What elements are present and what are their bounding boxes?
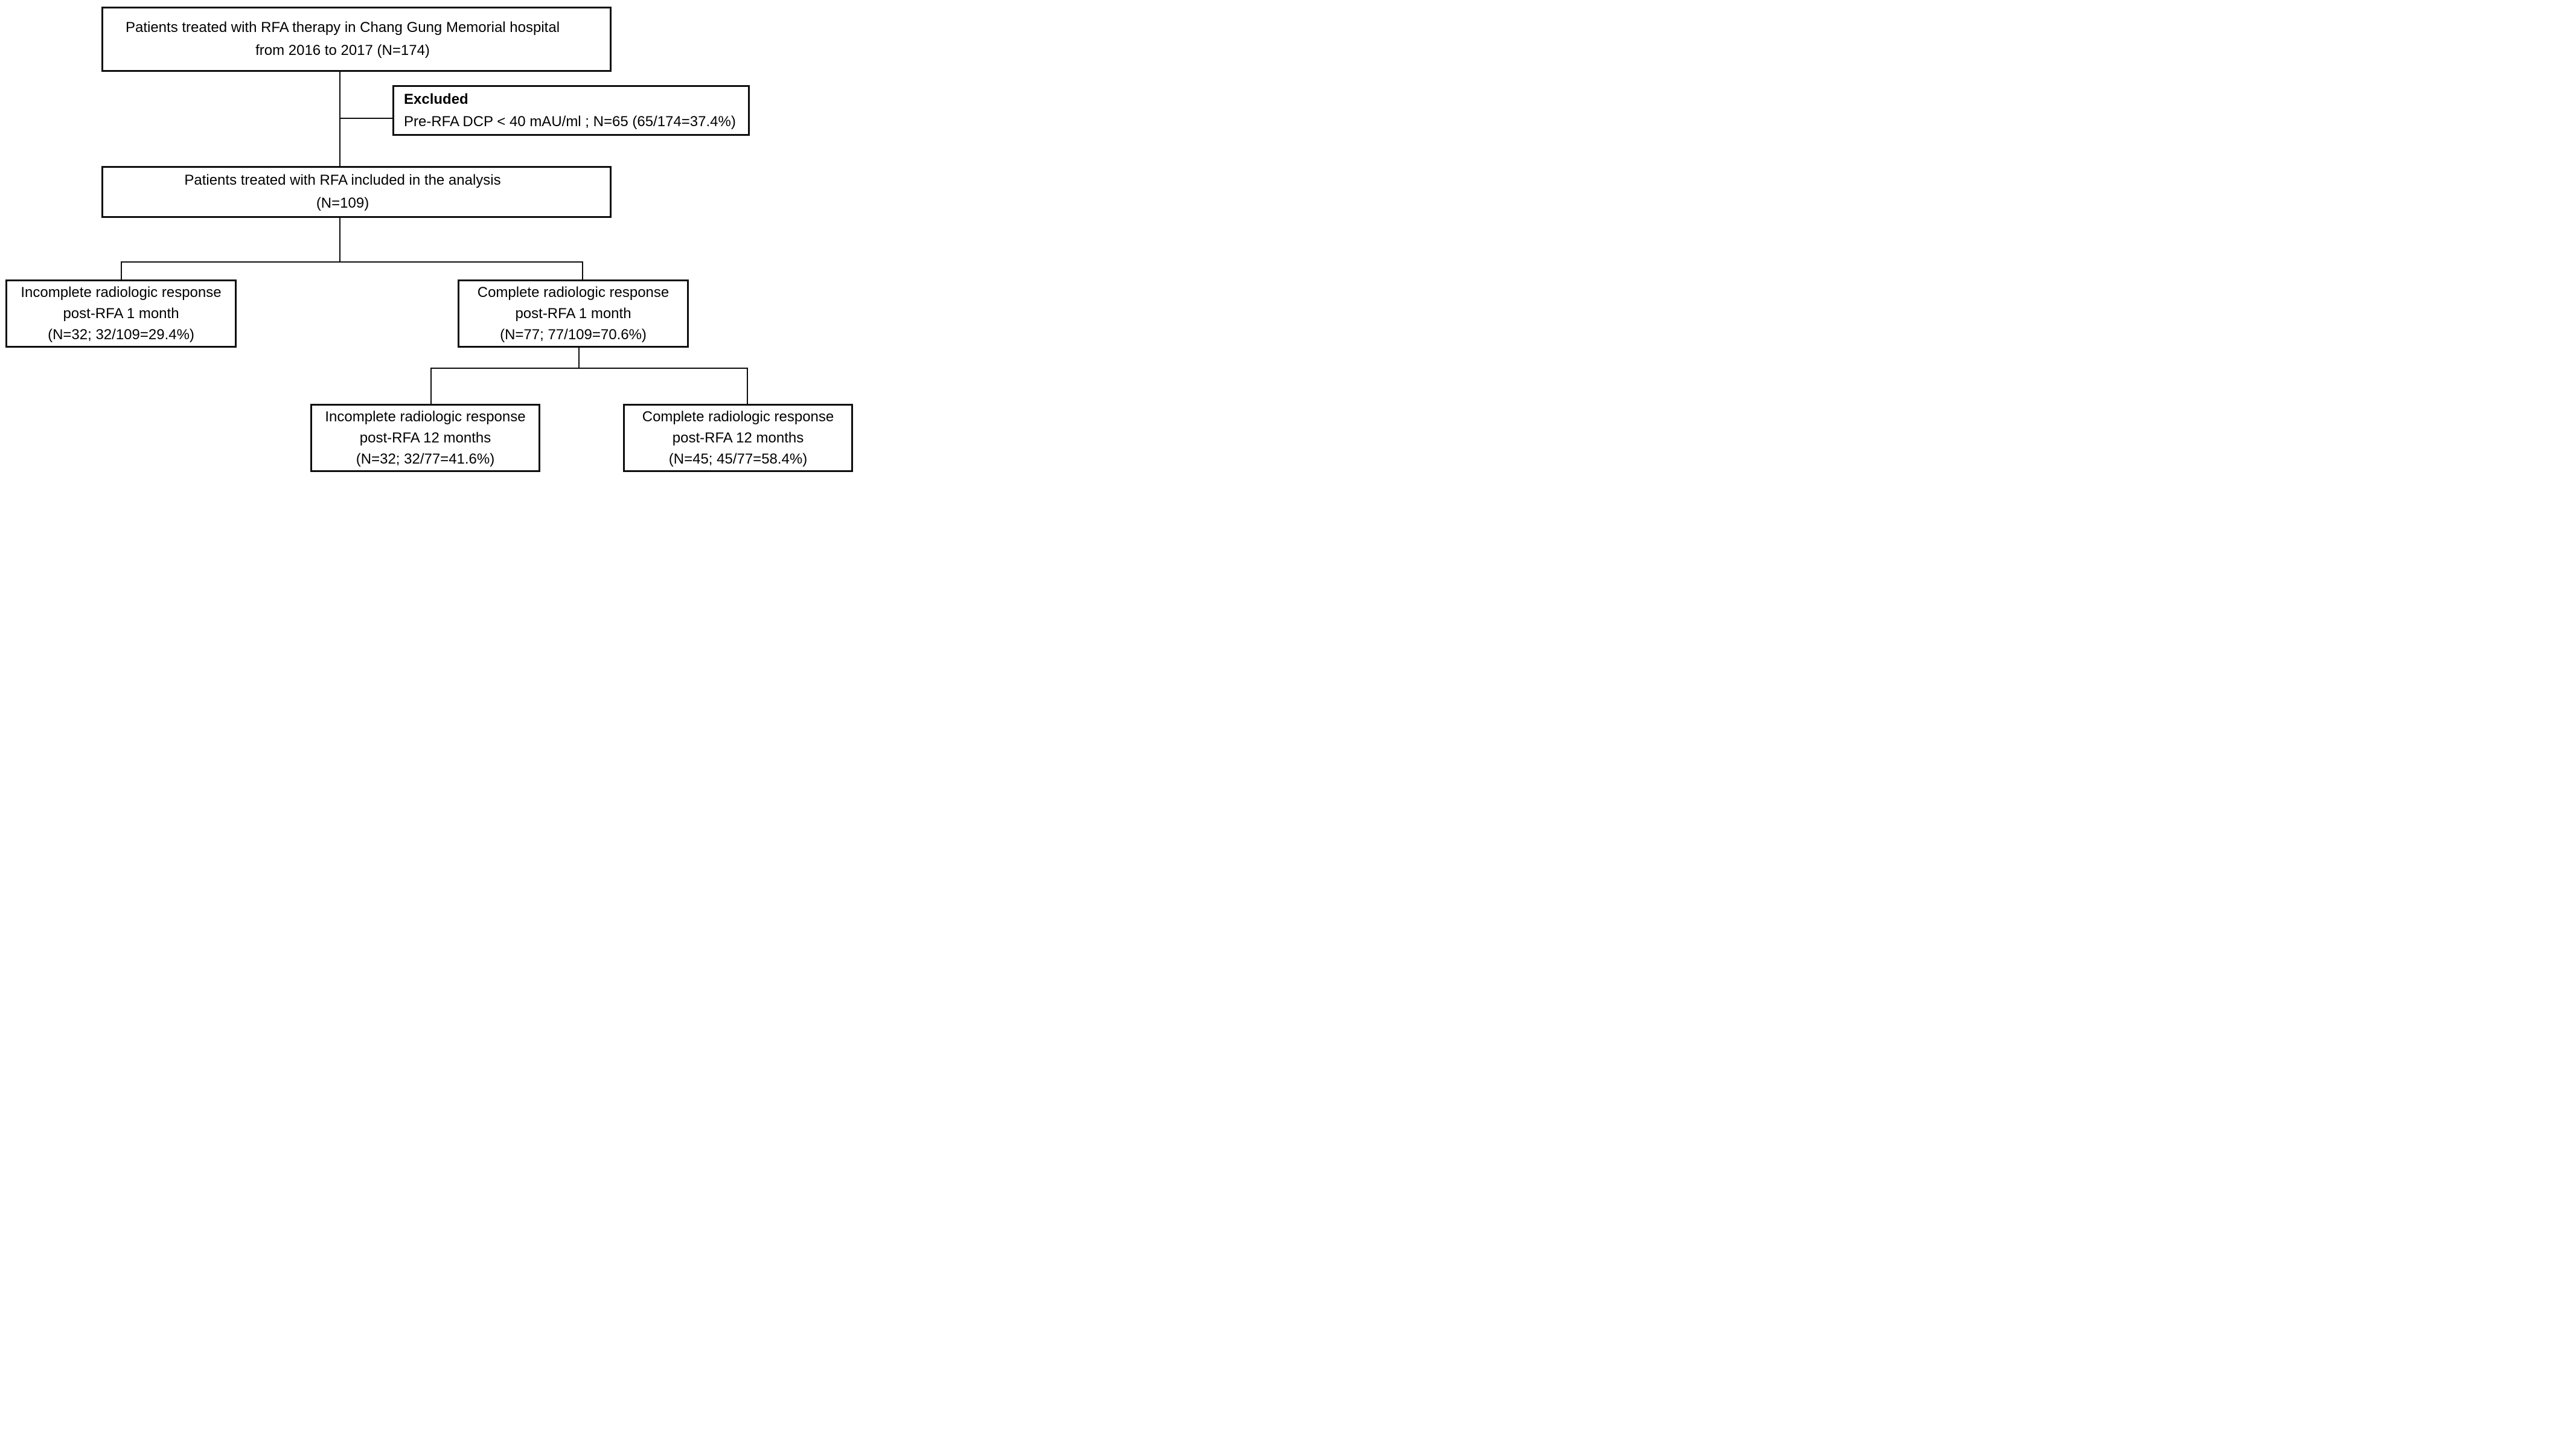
connector-split-12-months [430, 368, 748, 369]
excluded-detail: Pre-RFA DCP < 40 mAU/ml ; N=65 (65/174=3… [404, 113, 736, 130]
node-complete-12m-box: Complete radiologic response post-RFA 12… [623, 404, 853, 472]
incomplete-1m-line-3: (N=32; 32/109=29.4%) [48, 327, 194, 343]
connector-split-1-month [121, 261, 583, 263]
connector-stub-incomplete-12m [430, 368, 432, 404]
node-complete-1m-box: Complete radiologic response post-RFA 1 … [458, 279, 689, 348]
incomplete-1m-line-1: Incomplete radiologic response [21, 284, 222, 301]
flow-diagram-canvas: Patients treated with RFA therapy in Cha… [0, 0, 858, 477]
connector-stub-complete-12m [747, 368, 748, 404]
included-line-2: (N=109) [316, 195, 369, 211]
incomplete-12m-line-1: Incomplete radiologic response [325, 409, 526, 425]
complete-1m-line-3: (N=77; 77/109=70.6%) [500, 327, 647, 343]
connector-stub-incomplete-1m [121, 261, 122, 279]
enrollment-line-2: from 2016 to 2017 (N=174) [255, 42, 430, 59]
excluded-title: Excluded [404, 91, 468, 107]
connector-complete-1m-down [578, 348, 580, 369]
complete-12m-line-2: post-RFA 12 months [672, 430, 804, 446]
node-enrollment-box: Patients treated with RFA therapy in Cha… [101, 7, 612, 72]
node-included-box: Patients treated with RFA included in th… [101, 166, 612, 218]
connector-enrollment-down [339, 72, 340, 167]
incomplete-12m-line-2: post-RFA 12 months [359, 430, 491, 446]
complete-1m-line-2: post-RFA 1 month [515, 305, 631, 322]
complete-12m-line-3: (N=45; 45/77=58.4%) [668, 451, 808, 467]
connector-stub-complete-1m [582, 261, 583, 279]
node-incomplete-12m-box: Incomplete radiologic response post-RFA … [310, 404, 540, 472]
incomplete-12m-line-3: (N=32; 32/77=41.6%) [356, 451, 495, 467]
complete-12m-line-1: Complete radiologic response [642, 409, 834, 425]
connector-included-down [339, 218, 340, 262]
node-incomplete-1m-box: Incomplete radiologic response post-RFA … [5, 279, 237, 348]
incomplete-1m-line-2: post-RFA 1 month [63, 305, 179, 322]
connector-excluded-branch [339, 118, 394, 119]
enrollment-line-1: Patients treated with RFA therapy in Cha… [125, 19, 560, 36]
complete-1m-line-1: Complete radiologic response [477, 284, 670, 301]
node-excluded-box: Excluded Pre-RFA DCP < 40 mAU/ml ; N=65 … [392, 85, 750, 136]
included-line-1: Patients treated with RFA included in th… [184, 172, 501, 188]
